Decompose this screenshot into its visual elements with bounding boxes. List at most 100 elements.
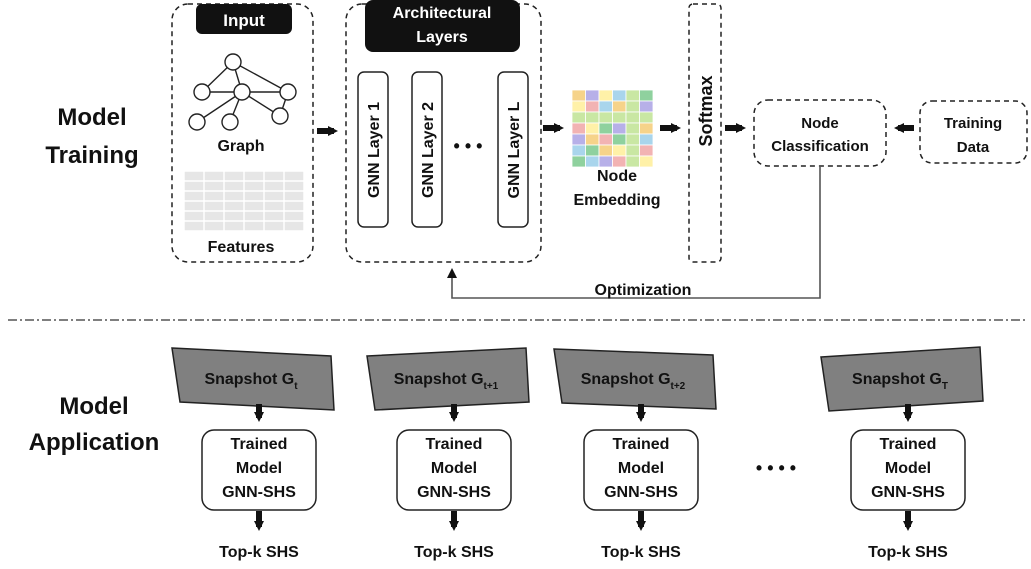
trained-model-box	[850, 429, 966, 511]
embedding-cell	[639, 89, 654, 102]
input-title-badge	[196, 4, 292, 34]
trained-model-label-line: GNN-SHS	[604, 484, 678, 501]
trained-model-label-line: Model	[618, 460, 664, 477]
input-title: Input	[223, 11, 265, 30]
embedding-cell	[585, 144, 600, 157]
trained-model-label-line: GNN-SHS	[417, 484, 491, 501]
model-application-label-line1: Model	[59, 393, 128, 420]
trained-model-label-line: Model	[885, 460, 931, 477]
embedding-cell	[625, 155, 640, 168]
trained-model-label-line: Trained	[231, 436, 288, 453]
training-data-box	[919, 100, 1028, 164]
features-label: Features	[208, 239, 275, 256]
embedding-cell	[571, 100, 586, 113]
trained-model-label-line: Trained	[880, 436, 937, 453]
snapshot-label-subscript: t	[294, 381, 298, 392]
trained-model-label-line: GNN-SHS	[222, 484, 296, 501]
embedding-cell	[585, 122, 600, 135]
embedding-cell	[571, 89, 586, 102]
top-k-output-label: Top-k SHS	[868, 544, 948, 561]
embedding-cell	[625, 144, 640, 157]
features-grid	[183, 170, 305, 232]
snapshot-label: Snapshot Gt+1	[394, 371, 499, 392]
trained-model-label-line: Trained	[613, 436, 670, 453]
embedding-cell	[571, 111, 586, 124]
embedding-cell	[598, 122, 613, 135]
embedding-cell	[639, 144, 654, 157]
embedding-label-line2: Embedding	[573, 192, 660, 209]
application-ellipsis: • • • •	[756, 458, 796, 478]
embedding-cell	[571, 122, 586, 135]
architectural-title-line1: Architectural	[393, 5, 492, 22]
model-training-label-line1: Model	[57, 104, 126, 131]
embedding-cell	[639, 133, 654, 146]
trained-model-label-line: Model	[431, 460, 477, 477]
graph-icon	[188, 53, 297, 131]
snapshot-label-base: Snapshot G	[852, 371, 942, 388]
embedding-cell	[585, 111, 600, 124]
embedding-cell	[598, 100, 613, 113]
snapshot-shape	[553, 348, 717, 410]
training-data-label-line2: Data	[957, 139, 990, 156]
trained-model-box	[201, 429, 317, 511]
embedding-cell	[639, 122, 654, 135]
embedding-cell	[598, 144, 613, 157]
embedding-cell	[625, 100, 640, 113]
gnn-layer-2-label: GNN Layer 2	[420, 102, 437, 198]
embedding-cell	[612, 111, 627, 124]
trained-model-label-line: GNN-SHS	[871, 484, 945, 501]
softmax-label: Softmax	[696, 75, 716, 146]
gnn-layer-l-label: GNN Layer L	[506, 101, 523, 198]
embedding-cell	[585, 133, 600, 146]
top-k-output-label: Top-k SHS	[414, 544, 494, 561]
top-k-output-label: Top-k SHS	[601, 544, 681, 561]
embedding-cell	[612, 100, 627, 113]
gnn-layer-l-box	[497, 71, 529, 228]
trained-model-box	[583, 429, 699, 511]
trained-model-label-line: Model	[236, 460, 282, 477]
gnn-layer-1-box	[357, 71, 389, 228]
snapshot-label: Snapshot Gt	[204, 371, 298, 392]
optimization-feedback-arrow	[447, 166, 821, 299]
embedding-cell	[639, 155, 654, 168]
trained-model-box	[396, 429, 512, 511]
model-application-label-line2: Application	[29, 429, 160, 456]
training-data-label-line1: Training	[944, 115, 1002, 132]
embedding-label-line1: Node	[597, 168, 637, 185]
embedding-cell	[571, 144, 586, 157]
snapshot-label-subscript: t+1	[484, 381, 499, 392]
embedding-cell	[625, 111, 640, 124]
gnn-layer-2-box	[411, 71, 443, 228]
softmax-box	[688, 3, 722, 263]
embedding-cell	[612, 155, 627, 168]
gnn-layer-1-label: GNN Layer 1	[366, 102, 383, 198]
embedding-cell	[612, 122, 627, 135]
embedding-cell	[612, 89, 627, 102]
optimization-label: Optimization	[595, 282, 692, 299]
trained-model-label-line: Trained	[426, 436, 483, 453]
architectural-title-badge	[365, 0, 520, 52]
embedding-cell	[625, 133, 640, 146]
embedding-cell	[585, 155, 600, 168]
graph-label: Graph	[217, 138, 264, 155]
snapshot-label-subscript: t+2	[671, 381, 686, 392]
node-classification-label-line2: Classification	[771, 138, 869, 155]
embedding-cell	[571, 133, 586, 146]
embedding-cell	[612, 144, 627, 157]
snapshot-shape	[820, 346, 984, 412]
top-k-output-label: Top-k SHS	[219, 544, 299, 561]
embedding-cell	[639, 111, 654, 124]
embedding-cell	[585, 100, 600, 113]
snapshot-shape	[366, 347, 530, 411]
snapshot-label-base: Snapshot G	[581, 371, 671, 388]
embedding-cell	[571, 155, 586, 168]
snapshot-label-subscript: T	[942, 381, 948, 392]
embedding-cell	[598, 155, 613, 168]
embedding-cell	[598, 89, 613, 102]
node-classification-label-line1: Node	[801, 115, 839, 132]
